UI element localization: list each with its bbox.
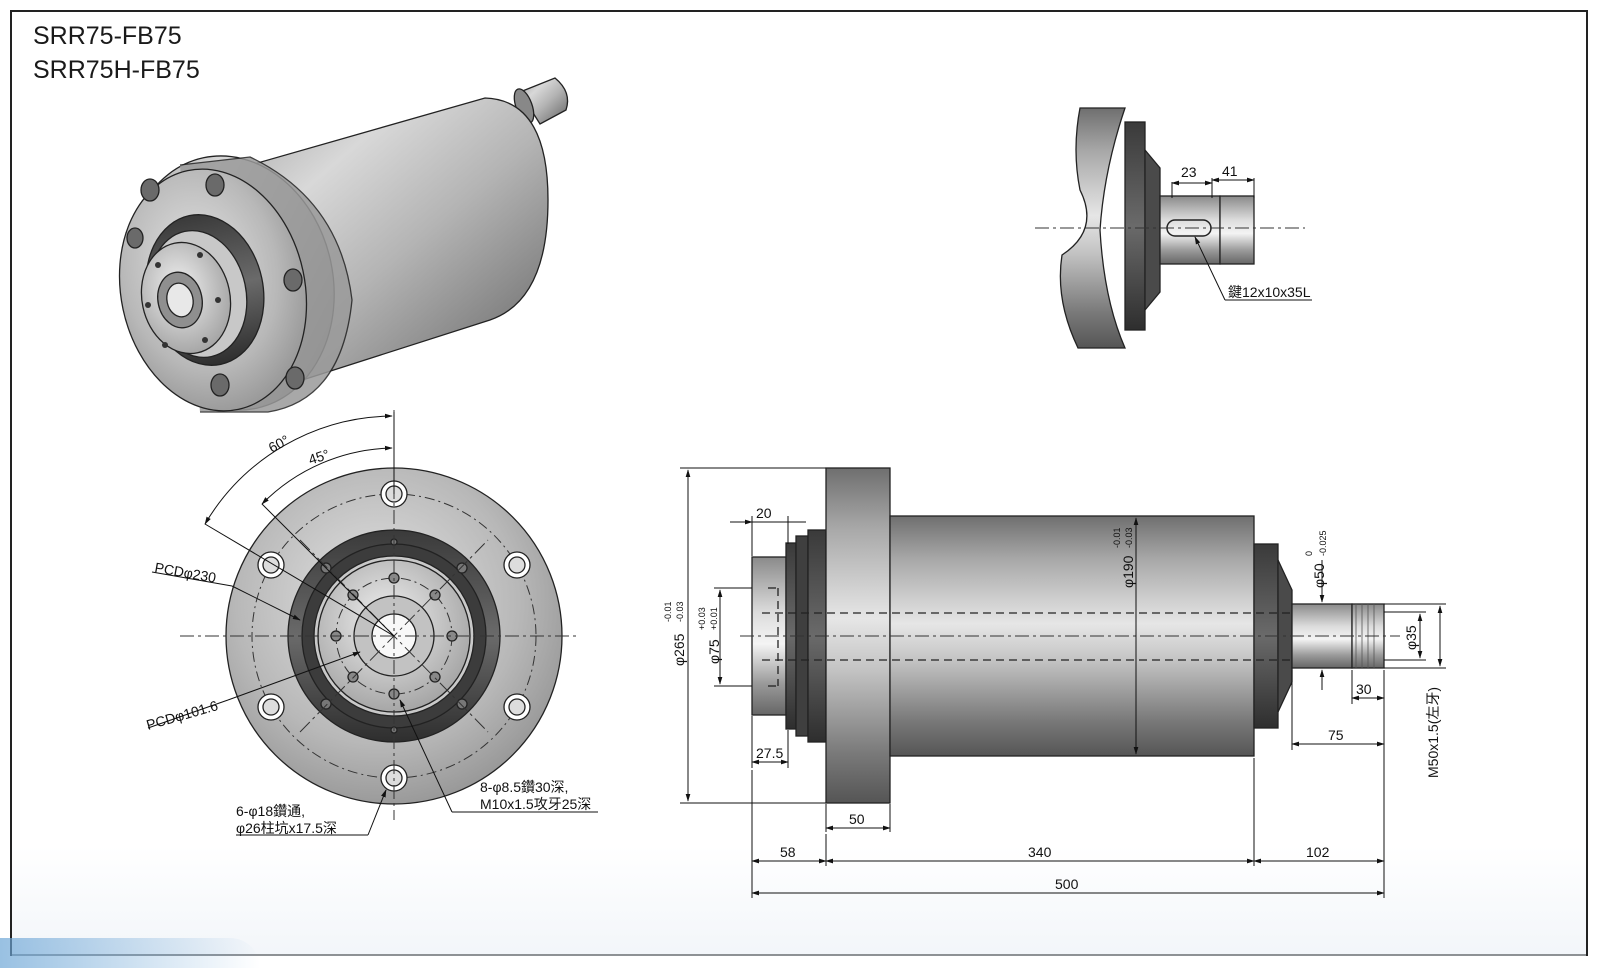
front-view: 60° 45° PCDφ230 PCDφ101.6 6-φ18鑽通, φ26柱坑… bbox=[144, 410, 598, 836]
dim-phi75: φ75 bbox=[706, 639, 722, 664]
dim-phi50: φ50 bbox=[1311, 563, 1327, 588]
holes-note-4: M10x1.5攻牙25深 bbox=[480, 796, 591, 812]
dim-75: 75 bbox=[1328, 727, 1344, 743]
holes-note-2: φ26柱坑x17.5深 bbox=[236, 820, 337, 836]
dim-50: 50 bbox=[849, 811, 865, 827]
dim-phi75-tol-upper: +0.03 bbox=[697, 607, 707, 630]
dim-phi35: φ35 bbox=[1403, 625, 1419, 650]
dim-thread: M50x1.5(左牙) bbox=[1425, 687, 1441, 778]
dim-27-5: 27.5 bbox=[756, 745, 783, 761]
dim-58: 58 bbox=[780, 844, 796, 860]
pcd-101-label: PCDφ101.6 bbox=[144, 697, 219, 733]
model-title-1: SRR75-FB75 bbox=[33, 22, 182, 50]
key-note: 鍵12x10x35L bbox=[1228, 284, 1311, 300]
holes-note-1: 6-φ18鑽通, bbox=[236, 803, 305, 819]
dim-phi50-tol-lower: -0.025 bbox=[1318, 530, 1328, 556]
side-view: φ265 -0.01 -0.03 φ75 +0.03 +0.01 φ190 -0… bbox=[663, 467, 1446, 898]
dim-phi265: φ265 bbox=[671, 633, 687, 666]
dim-30: 30 bbox=[1356, 681, 1372, 697]
dim-phi265-tol-upper: -0.01 bbox=[663, 601, 673, 622]
dim-20: 20 bbox=[756, 505, 772, 521]
dim-phi265-tol-lower: -0.03 bbox=[675, 601, 685, 622]
angle-45-label: 45° bbox=[306, 446, 331, 468]
dim-phi50-tol-upper: 0 bbox=[1304, 551, 1314, 556]
shaft-detail-view: 23 41 鍵12x10x35L bbox=[1035, 107, 1312, 349]
holes-note-3: 8-φ8.5鑽30深, bbox=[480, 779, 568, 795]
isometric-view bbox=[118, 77, 569, 413]
dim-phi190-tol-lower: -0.03 bbox=[1124, 527, 1134, 548]
dim-phi190-tol-upper: -0.01 bbox=[1112, 527, 1122, 548]
dim-phi190: φ190 bbox=[1120, 555, 1136, 588]
dim-500: 500 bbox=[1055, 876, 1079, 892]
shaft-dim-23: 23 bbox=[1181, 164, 1197, 180]
model-title-2: SRR75H-FB75 bbox=[33, 56, 200, 84]
pcd-230-label: PCDφ230 bbox=[153, 559, 217, 586]
angle-60-label: 60° bbox=[266, 432, 292, 456]
dim-102: 102 bbox=[1306, 844, 1330, 860]
dim-340: 340 bbox=[1028, 844, 1052, 860]
dim-phi75-tol-lower: +0.01 bbox=[709, 607, 719, 630]
shaft-dim-41: 41 bbox=[1222, 163, 1238, 179]
corner-swoosh bbox=[0, 938, 260, 968]
